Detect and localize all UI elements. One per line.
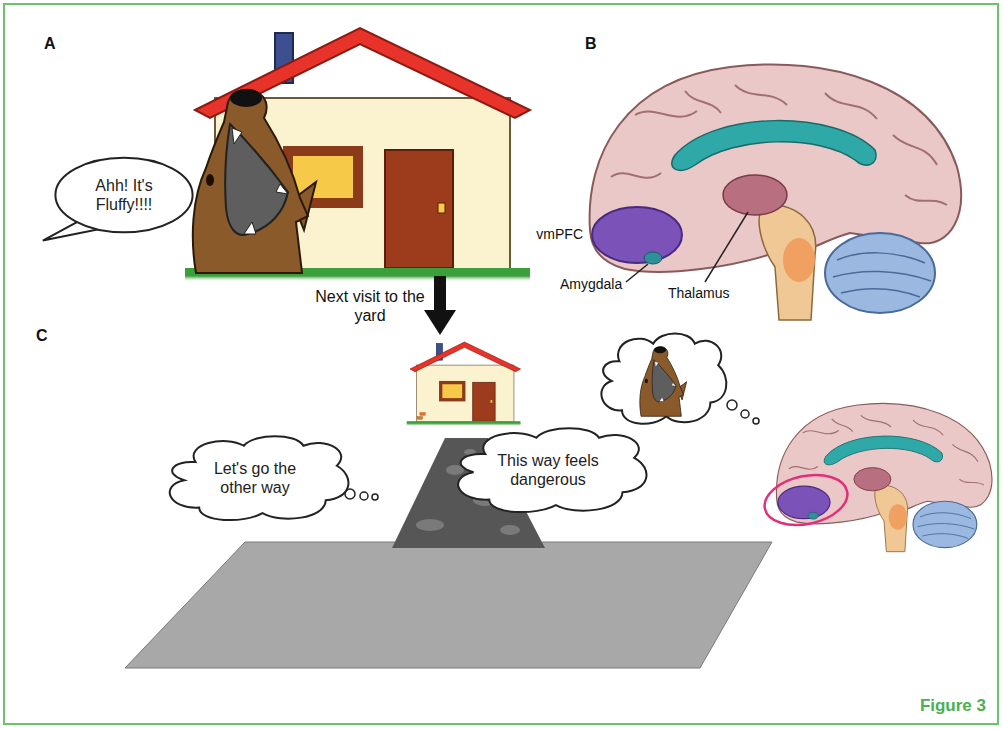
brain [590, 64, 961, 320]
text-group: Ahh! It's Fluffy!!!! [74, 176, 174, 214]
thought-dot [753, 418, 759, 424]
thought-dot [360, 492, 368, 500]
panel-letter: B [585, 34, 597, 53]
leader-line [705, 212, 748, 282]
cloud-body [170, 436, 349, 520]
thought-bubble: This way feels dangerous [450, 425, 646, 516]
structure-label: vmPFC [536, 226, 583, 243]
brain [776, 403, 991, 551]
thought-dot [727, 400, 737, 410]
thought-bubble: Let's go the other way [162, 433, 348, 524]
speech-bubble-outline [54, 157, 194, 233]
thought-bubble-outline [162, 433, 348, 524]
figure-label: Figure 3 [920, 696, 986, 716]
bubble-text: This way feels dangerous [488, 451, 608, 489]
house [407, 342, 521, 426]
panel-letter: A [44, 34, 56, 53]
arrow-shaft [434, 276, 446, 312]
thought-bubble-outline [450, 425, 646, 516]
structure-label: Thalamus [668, 285, 729, 302]
dog-head [193, 89, 316, 273]
panel-letter: C [36, 326, 48, 345]
thought-dot [741, 410, 749, 418]
bubble-text: Let's go the other way [200, 459, 310, 497]
cloud-body [458, 428, 646, 512]
speech-bubble: Ahh! It's Fluffy!!!! [54, 157, 194, 233]
figure-border [4, 4, 998, 724]
highlight-outline [760, 468, 852, 532]
house [185, 28, 530, 282]
arrow-caption: Next visit to the yard [314, 287, 426, 325]
dog-head [640, 346, 687, 416]
thought-dot [372, 494, 378, 500]
arrow-head [424, 310, 456, 335]
structure-label: Amygdala [560, 276, 622, 293]
text-group: Let's go the other way [200, 459, 310, 497]
ground-plane [125, 542, 772, 668]
text-group: This way feels dangerous [488, 451, 608, 489]
leader-line [626, 264, 648, 282]
bubble-body [55, 158, 192, 232]
bubble-text: Ahh! It's Fluffy!!!! [74, 176, 174, 214]
thought-cloud [601, 333, 726, 423]
